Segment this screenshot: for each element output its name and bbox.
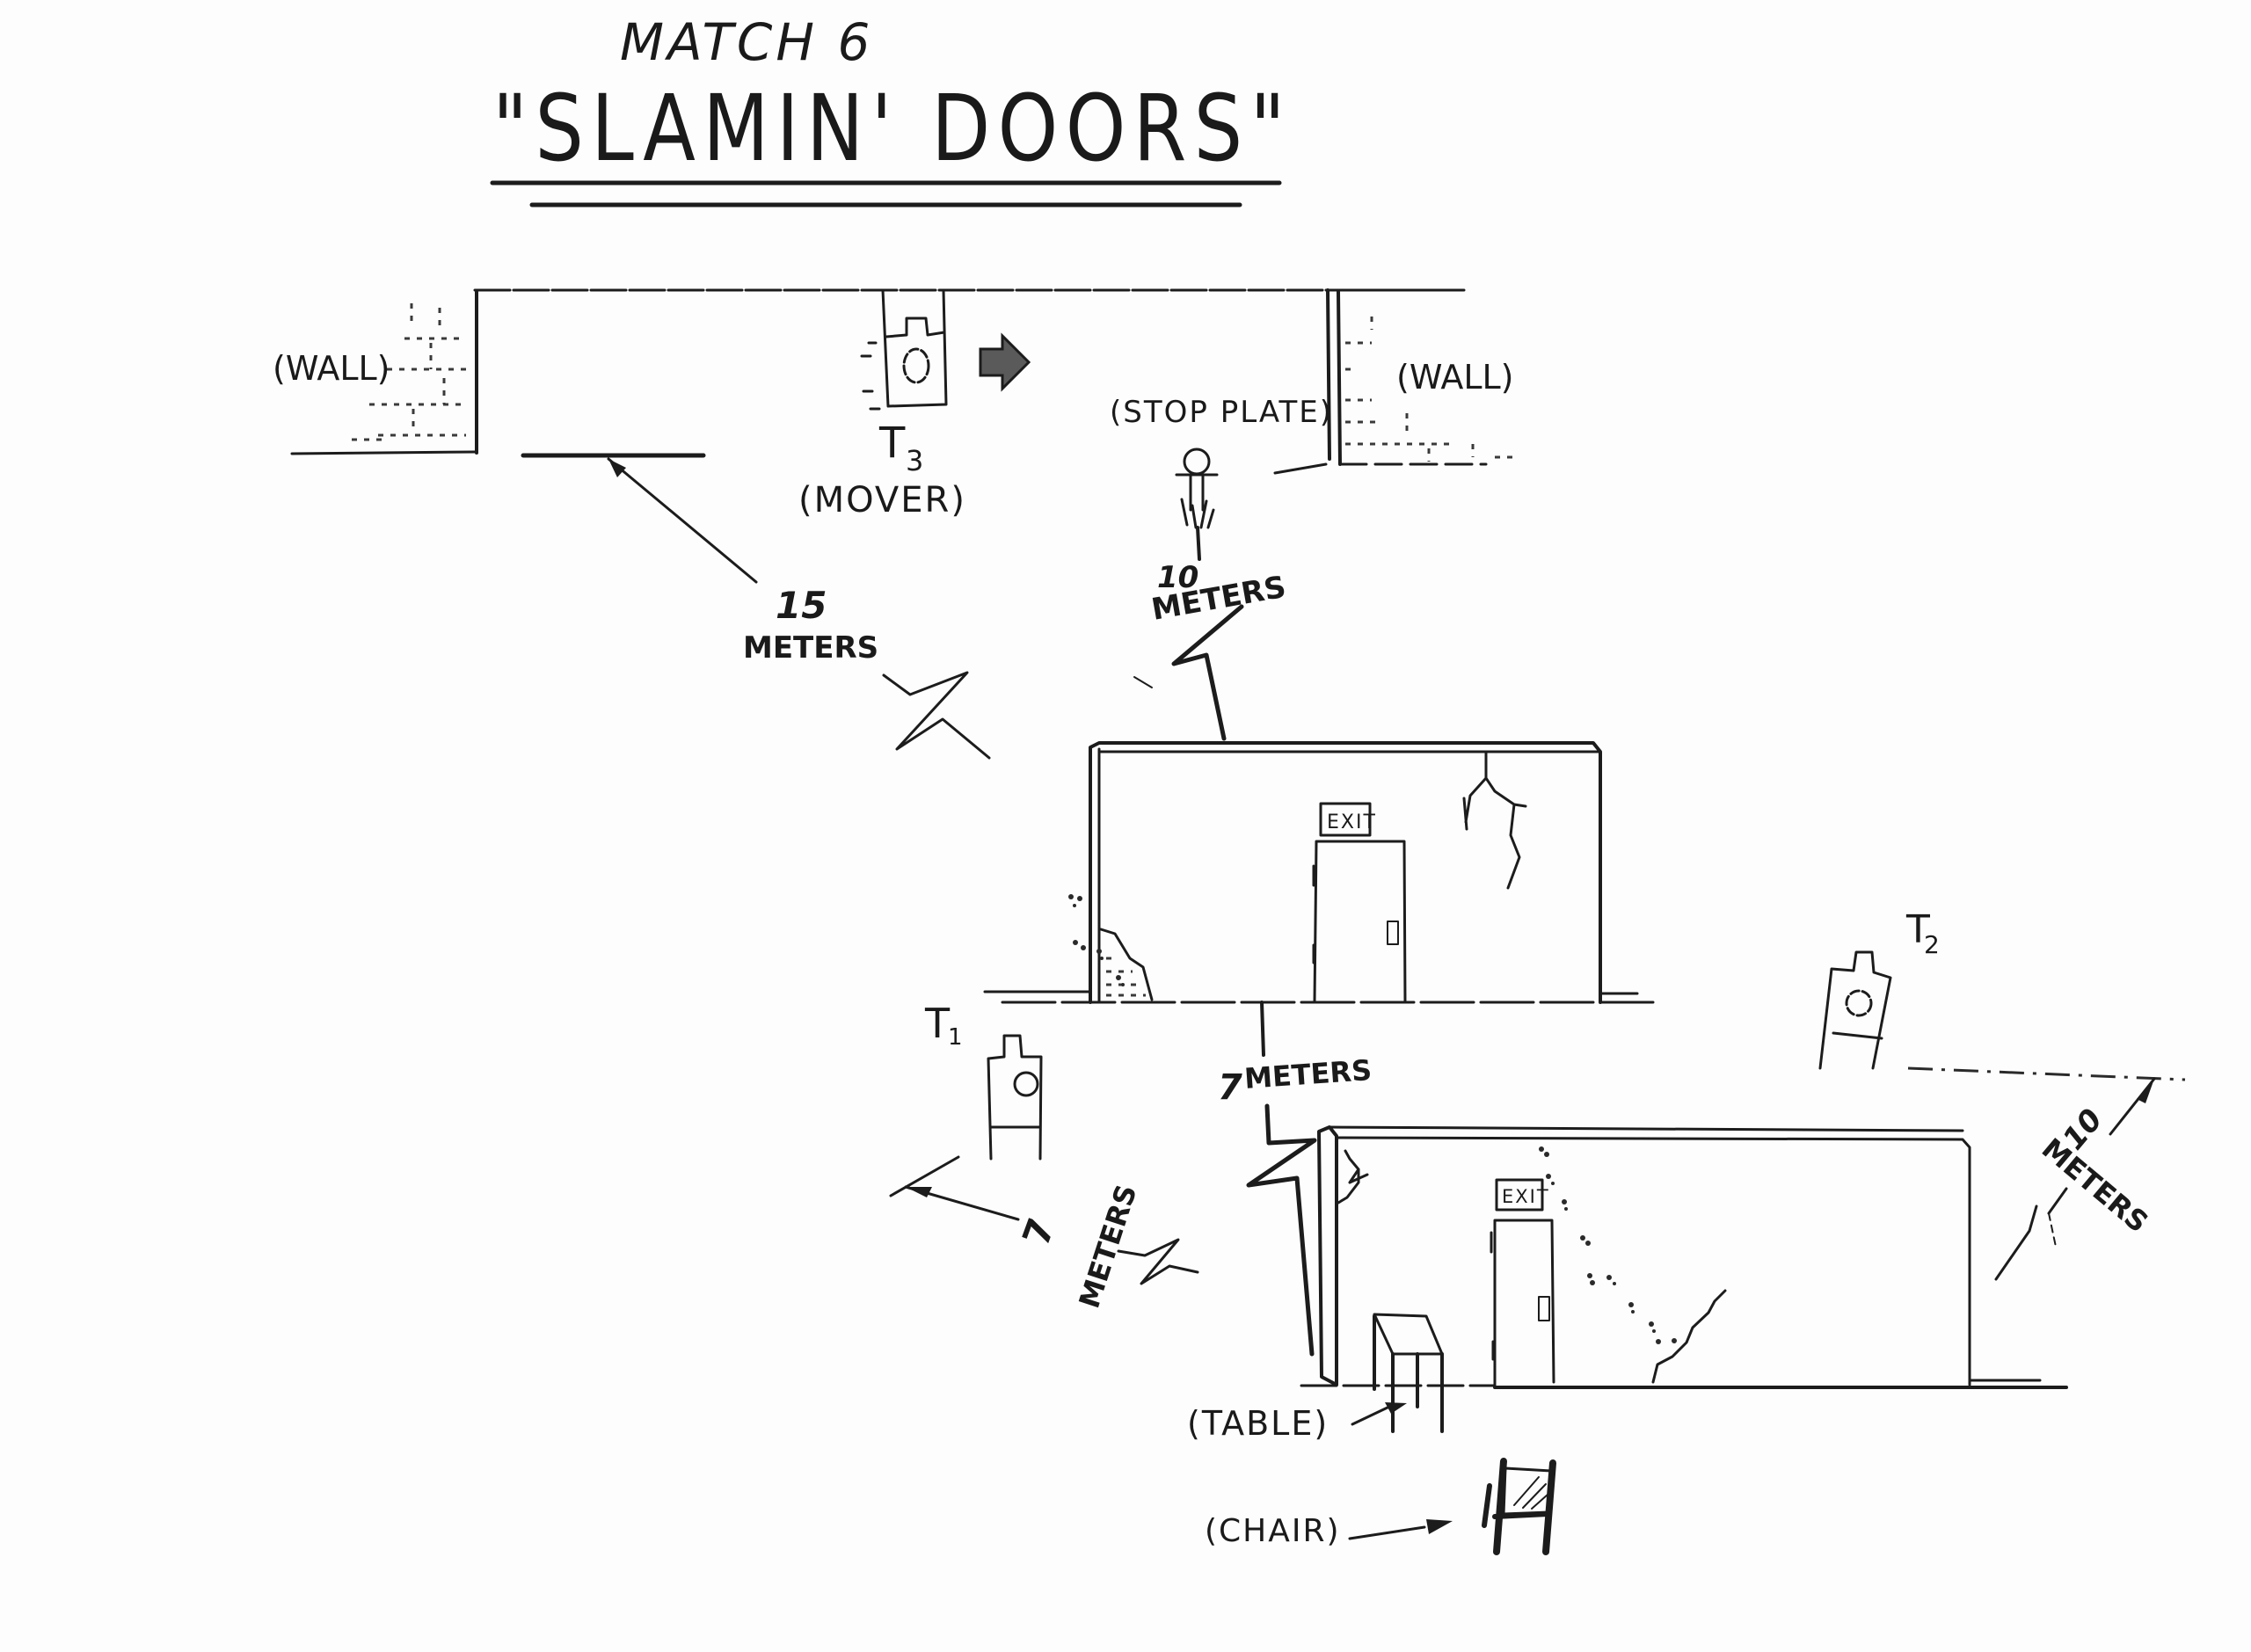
arrow-10m-head-icon	[2137, 1079, 2154, 1103]
chair-label: (CHAIR)	[1205, 1513, 1341, 1549]
target-t1: T 1	[924, 1000, 1043, 1161]
exit-sign-text: EXIT	[1327, 811, 1377, 833]
upper-building: EXIT	[983, 741, 1659, 1004]
table-label: (TABLE)	[1187, 1404, 1329, 1443]
meas-7-left: 7 METERS	[889, 1155, 1199, 1313]
t1-subscript: 1	[948, 1024, 963, 1051]
meas-7-center-unit: METERS	[1243, 1053, 1373, 1095]
stop-plate-label: (STOP PLATE)	[1110, 395, 1333, 430]
arrow-15m-head-icon	[608, 459, 626, 477]
meas-10-top-break	[1171, 604, 1244, 741]
meas-7-center-value: 7	[1218, 1067, 1242, 1108]
bullet-holes	[1068, 894, 1125, 986]
meas-15-unit: METERS	[743, 630, 878, 666]
props: (TABLE) (CHAIR)	[1187, 1402, 1556, 1555]
meas-10-right: 10 METERS	[1907, 1066, 2186, 1281]
meas-7-left-value: 7	[1014, 1212, 1063, 1251]
right-brick-wall	[1273, 288, 1517, 475]
target-t3	[860, 288, 948, 411]
bullet-holes-lower	[1539, 1146, 1677, 1344]
t3-label: T	[878, 418, 906, 468]
table-pointer-icon	[1385, 1402, 1407, 1414]
chair	[1482, 1458, 1556, 1555]
header: MATCH 6 "SLAMIN' DOORS"	[490, 12, 1293, 207]
match-label: MATCH 6	[620, 12, 873, 72]
exit-sign-lower-text: EXIT	[1502, 1186, 1550, 1207]
mover-label: (MOVER)	[798, 480, 966, 520]
left-wall-label: (WALL)	[273, 349, 390, 388]
lower-building: EXIT	[1300, 1125, 2068, 1433]
upper-range: (WALL) T 3 (MOVER) (WALL) (STOP PLATE)	[273, 288, 1517, 760]
arrow-15m-shaft	[607, 457, 758, 584]
meas-7-center: 7 METERS	[1218, 1001, 1373, 1357]
exit-sign-lower	[1495, 1178, 1544, 1212]
meas-10-right-unit: METERS	[2036, 1132, 2155, 1239]
t2-label: T	[1905, 907, 1930, 952]
stray-mark	[1133, 676, 1153, 688]
meas-10-top-value: 10	[1157, 560, 1198, 595]
t1-label: T	[924, 1000, 951, 1047]
left-brick-wall	[290, 290, 478, 455]
right-wall-label: (WALL)	[1396, 358, 1513, 397]
target-t2: T 2	[1818, 907, 1940, 1070]
page-title: "SLAMIN' DOORS"	[492, 75, 1293, 182]
chair-pointer-icon	[1426, 1519, 1453, 1534]
table	[1373, 1313, 1444, 1433]
exit-sign	[1319, 802, 1372, 837]
arrow-7m-head-icon	[906, 1187, 932, 1197]
meas-15-break	[882, 671, 991, 760]
t2-subscript: 2	[1924, 930, 1940, 959]
arrow-right-icon	[979, 332, 1031, 392]
meas-7-left-unit: METERS	[1072, 1181, 1143, 1313]
stop-plate	[1175, 448, 1219, 561]
meas-15-value: 15	[776, 584, 827, 627]
exit-door-lower	[1490, 1219, 1555, 1387]
exit-door	[1312, 840, 1407, 1004]
t3-subscript: 3	[906, 444, 923, 477]
